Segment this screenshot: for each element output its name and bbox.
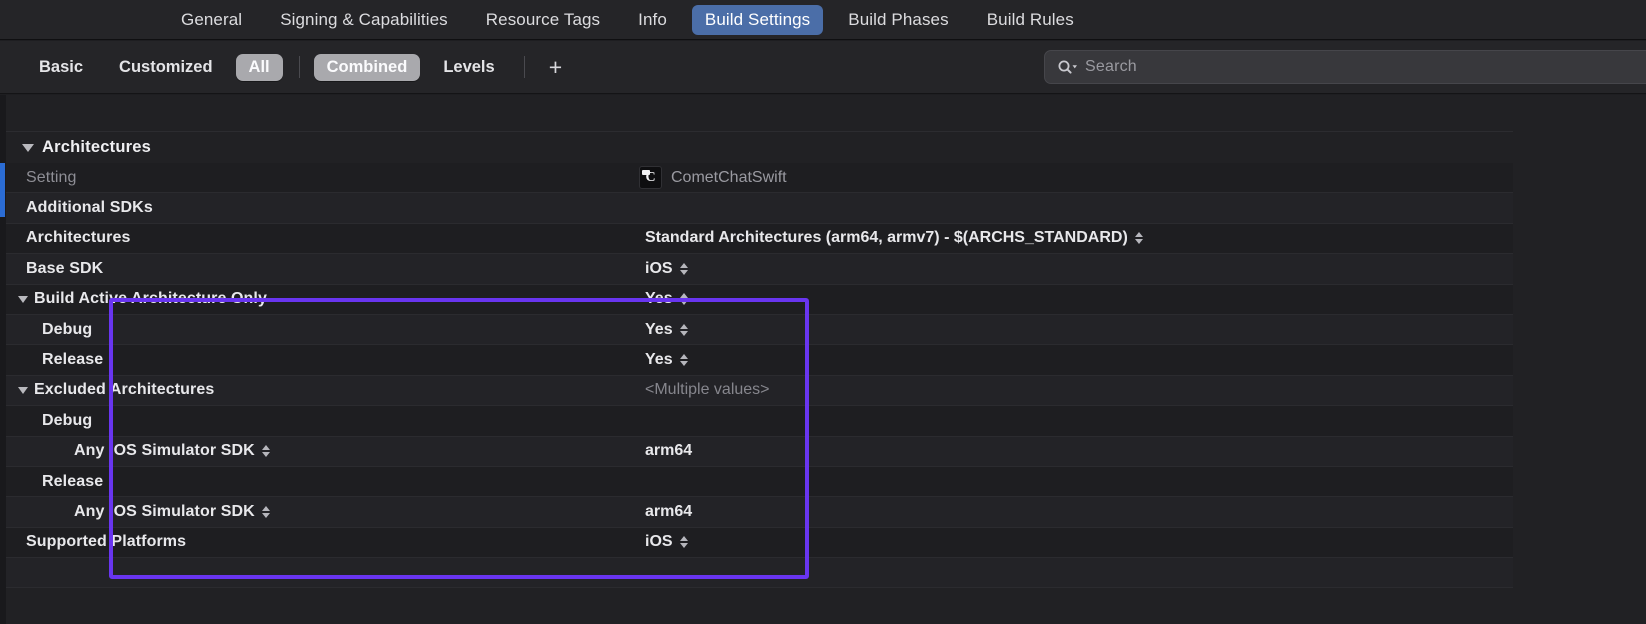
stepper-icon[interactable] <box>679 323 688 336</box>
setting-value[interactable]: Standard Architectures (arm64, armv7) - … <box>645 224 1143 253</box>
settings-row-list: Setting C CometChatSwift Additional SDKs… <box>6 163 1513 589</box>
table-row[interactable]: Any iOS Simulator SDK arm64 <box>6 436 1513 467</box>
setting-value[interactable]: Yes <box>645 315 688 344</box>
selection-indicator <box>0 163 5 217</box>
column-header-target-label: CometChatSwift <box>671 168 787 186</box>
filter-separator <box>298 56 300 78</box>
table-row[interactable]: Architectures Standard Architectures (ar… <box>6 223 1513 255</box>
setting-name: Release <box>42 472 104 490</box>
setting-value-text: iOS <box>645 259 673 277</box>
filter-customized[interactable]: Customized <box>119 57 213 76</box>
setting-value-text: iOS <box>645 533 673 551</box>
stepper-icon[interactable] <box>679 262 688 275</box>
setting-name: Any iOS Simulator SDK <box>6 497 270 526</box>
setting-name-text: Build Active Architecture Only <box>34 290 267 308</box>
setting-name: Supported Platforms <box>26 533 187 551</box>
triangle-down-icon[interactable] <box>18 386 28 394</box>
settings-group-title: Architectures <box>42 138 151 156</box>
setting-name-text: Any iOS Simulator SDK <box>74 442 255 460</box>
setting-name-text: Excluded Architectures <box>34 381 215 399</box>
tab-signing-capabilities[interactable]: Signing & Capabilities <box>280 9 448 29</box>
stepper-icon[interactable] <box>261 445 270 458</box>
table-row[interactable]: Release <box>6 466 1513 498</box>
triangle-down-icon[interactable] <box>18 295 28 303</box>
setting-value[interactable]: arm64 <box>645 442 693 460</box>
setting-name: Debug <box>42 320 93 338</box>
setting-value[interactable]: Yes <box>645 285 688 314</box>
tab-build-rules[interactable]: Build Rules <box>986 9 1074 29</box>
setting-value[interactable]: iOS <box>645 528 688 557</box>
setting-value-text: Yes <box>645 351 673 369</box>
search-field[interactable]: Search <box>1044 50 1646 84</box>
setting-name: Release <box>42 351 104 369</box>
column-header-setting: Setting <box>26 168 77 186</box>
setting-value[interactable]: <Multiple values> <box>645 381 770 399</box>
filter-separator-2 <box>523 56 525 78</box>
search-input-placeholder: Search <box>1085 58 1137 75</box>
filter-basic[interactable]: Basic <box>39 57 84 76</box>
table-row[interactable]: Additional SDKs <box>6 193 1513 224</box>
column-header-target: C CometChatSwift <box>639 163 787 192</box>
stepper-icon[interactable] <box>679 293 688 306</box>
add-user-defined-setting-button[interactable]: + <box>548 53 563 80</box>
settings-group-architectures[interactable]: Architectures <box>6 131 1513 163</box>
table-row-empty <box>6 558 1513 589</box>
setting-name: Base SDK <box>26 259 104 277</box>
setting-value-text: Yes <box>645 320 673 338</box>
stepper-icon[interactable] <box>679 354 688 367</box>
setting-name-text: Any iOS Simulator SDK <box>74 502 255 520</box>
filter-combined[interactable]: Combined <box>313 53 421 81</box>
tab-build-phases[interactable]: Build Phases <box>848 9 949 29</box>
search-icon <box>1057 59 1077 75</box>
setting-name: Architectures <box>26 229 131 247</box>
table-row[interactable]: Debug <box>6 406 1513 437</box>
setting-name: Additional SDKs <box>26 199 153 217</box>
setting-value-text: Standard Architectures (arm64, armv7) - … <box>645 229 1128 247</box>
setting-name: Excluded Architectures <box>6 376 214 405</box>
table-row[interactable]: Supported Platforms iOS <box>6 527 1513 559</box>
setting-value[interactable]: iOS <box>645 254 688 283</box>
tab-build-settings[interactable]: Build Settings <box>691 4 824 35</box>
left-gutter <box>0 95 6 624</box>
table-row[interactable]: Release Yes <box>6 345 1513 376</box>
table-header-row: Setting C CometChatSwift <box>6 163 1513 194</box>
table-row[interactable]: Excluded Architectures <Multiple values> <box>6 375 1513 407</box>
stepper-icon[interactable] <box>261 505 270 518</box>
setting-name: Any iOS Simulator SDK <box>6 437 270 466</box>
tab-general[interactable]: General <box>181 9 243 29</box>
triangle-down-icon[interactable] <box>22 143 34 152</box>
table-row[interactable]: Debug Yes <box>6 314 1513 346</box>
filter-all[interactable]: All <box>235 53 283 81</box>
app-target-icon: C <box>639 166 662 190</box>
build-settings-table: Architectures Setting C CometChatSwift A… <box>0 95 1646 624</box>
editor-tab-bar: General Signing & Capabilities Resource … <box>0 0 1646 40</box>
tab-info[interactable]: Info <box>638 9 667 29</box>
setting-value-text: Yes <box>645 290 673 308</box>
table-row[interactable]: Base SDK iOS <box>6 254 1513 285</box>
table-row[interactable]: Any iOS Simulator SDK arm64 <box>6 497 1513 528</box>
filter-levels[interactable]: Levels <box>443 57 495 76</box>
setting-value[interactable]: Yes <box>645 345 688 374</box>
setting-name: Debug <box>42 411 93 429</box>
tab-resource-tags[interactable]: Resource Tags <box>485 9 601 29</box>
table-row[interactable]: Build Active Architecture Only Yes <box>6 284 1513 315</box>
stepper-icon[interactable] <box>679 536 688 549</box>
stepper-icon[interactable] <box>1134 232 1143 245</box>
setting-value[interactable]: arm64 <box>645 502 693 520</box>
setting-name: Build Active Architecture Only <box>6 285 267 314</box>
setting-name <box>6 558 26 587</box>
